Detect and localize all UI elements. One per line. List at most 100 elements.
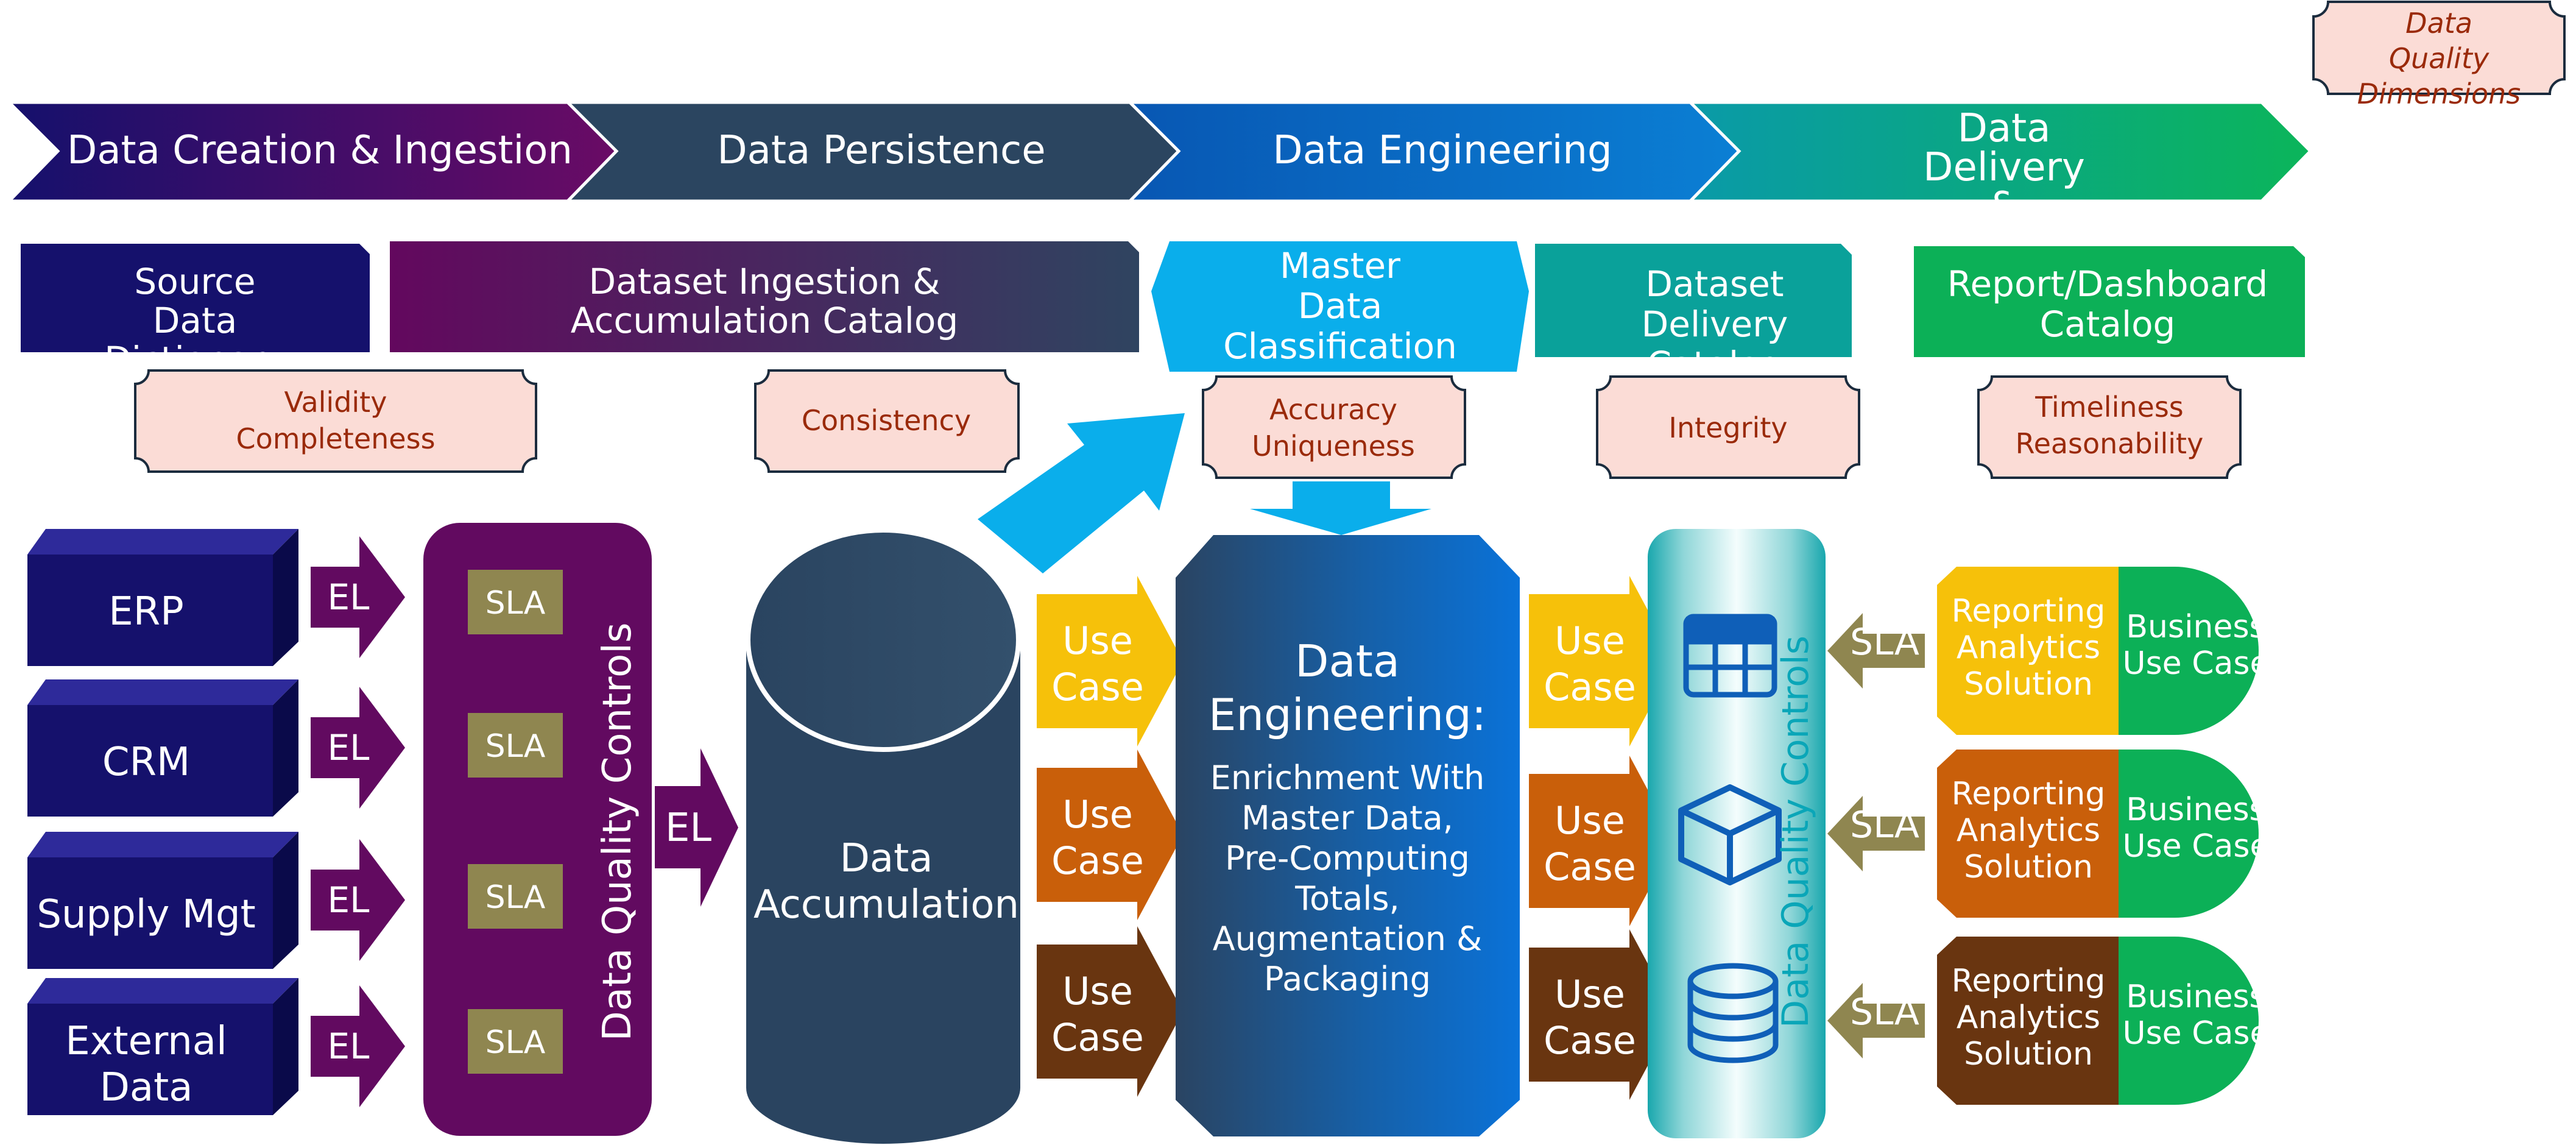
- ingestion-sla-4: SLA: [468, 1009, 563, 1074]
- catalog-ingestion-label: Dataset Ingestion &Accumulation Catalog: [571, 261, 958, 341]
- accumulation-cylinder-body: [746, 640, 1020, 1144]
- engineering-box: [1176, 535, 1520, 1136]
- source-cube-side: [273, 832, 298, 969]
- el-arrow: [311, 839, 405, 961]
- source-cube-top: [27, 832, 298, 857]
- sla-arrow: [1827, 983, 1925, 1058]
- stage-engineering-label: Data Engineering: [1272, 128, 1612, 173]
- stage-creation-label: Data Creation & Ingestion: [67, 128, 573, 173]
- el-label: EL: [328, 576, 370, 618]
- source-system-2: CRM EL: [27, 679, 405, 817]
- source-cube-front: [27, 857, 273, 969]
- catalog-ingestion: [390, 241, 1139, 352]
- el-arrow: [311, 536, 405, 658]
- ingestion-sla-3: SLA: [468, 864, 563, 929]
- sla-arrow-label: SLA: [1850, 804, 1919, 846]
- ingestion-dq-controls: [423, 523, 652, 1136]
- cube-icon: [1678, 784, 1782, 885]
- source-cube-front: [27, 1004, 273, 1115]
- database-icon: [1687, 963, 1779, 1063]
- ingestion-dq-controls-label: Data Quality Controls: [595, 623, 640, 1041]
- master-down-arrow: [1250, 481, 1431, 535]
- source-cube-front: [27, 555, 273, 666]
- sla-label: SLA: [485, 879, 546, 916]
- dq-dim-delivery-shape: [1596, 375, 1860, 479]
- source-cube-side: [273, 529, 298, 666]
- el-label: EL: [328, 1026, 370, 1067]
- source-label: ERP: [108, 589, 184, 634]
- delivery-dq-controls: Data Quality Controls: [1648, 529, 1826, 1138]
- catalog-delivery: [1535, 244, 1852, 357]
- source-label: CRM: [102, 740, 190, 785]
- dq-dim-ingestion: Consistency: [754, 369, 1020, 473]
- source-system-1: ERP EL: [27, 529, 405, 666]
- ingestion-sla-1: SLA: [468, 570, 563, 634]
- sla-label: SLA: [485, 728, 546, 765]
- stage-delivery: [1686, 101, 2313, 203]
- el-label: EL: [328, 727, 370, 768]
- sla-label: SLA: [485, 1024, 546, 1061]
- sla-arrow-label: SLA: [1850, 621, 1919, 664]
- sla-arrow-label: SLA: [1850, 991, 1919, 1033]
- dq-dim-report-shape: [1977, 375, 2242, 479]
- el-to-accumulation-label: EL: [665, 806, 711, 851]
- business-use-case-pill: [2119, 567, 2259, 735]
- dq-dim-source-shape: [134, 369, 537, 473]
- dq-dim-ingestion-label: Consistency: [802, 404, 971, 437]
- dq-dim-delivery-label: Integrity: [1668, 411, 1787, 444]
- reporting-solution-box: [1937, 750, 2119, 918]
- legend-scroll-shape: [2312, 0, 2566, 95]
- dq-dim-ingestion-shape: [754, 369, 1020, 473]
- reporting-solution-box: [1937, 937, 2119, 1105]
- delivery-dq-controls-label: Data Quality Controls: [1774, 636, 1817, 1028]
- stage-persistence-label: Data Persistence: [717, 128, 1045, 173]
- source-label: Supply Mgt: [37, 892, 255, 937]
- accumulation-cylinder-top: [746, 528, 1021, 752]
- dq-dim-master-shape: [1202, 375, 1466, 479]
- source-cube-side: [273, 679, 298, 817]
- ingestion-sla-group: SLA SLA SLA SLA: [468, 570, 563, 1074]
- stage-chevrons: Data Creation & Ingestion Data Persisten…: [5, 101, 2313, 268]
- source-cube-top: [27, 529, 298, 555]
- source-cube-side: [273, 978, 298, 1115]
- master-data-feed-arrow: [978, 413, 1185, 573]
- sla-arrow: [1827, 796, 1925, 871]
- ingestion-sla-2: SLA: [468, 713, 563, 778]
- el-to-accumulation-arrow: [655, 748, 738, 907]
